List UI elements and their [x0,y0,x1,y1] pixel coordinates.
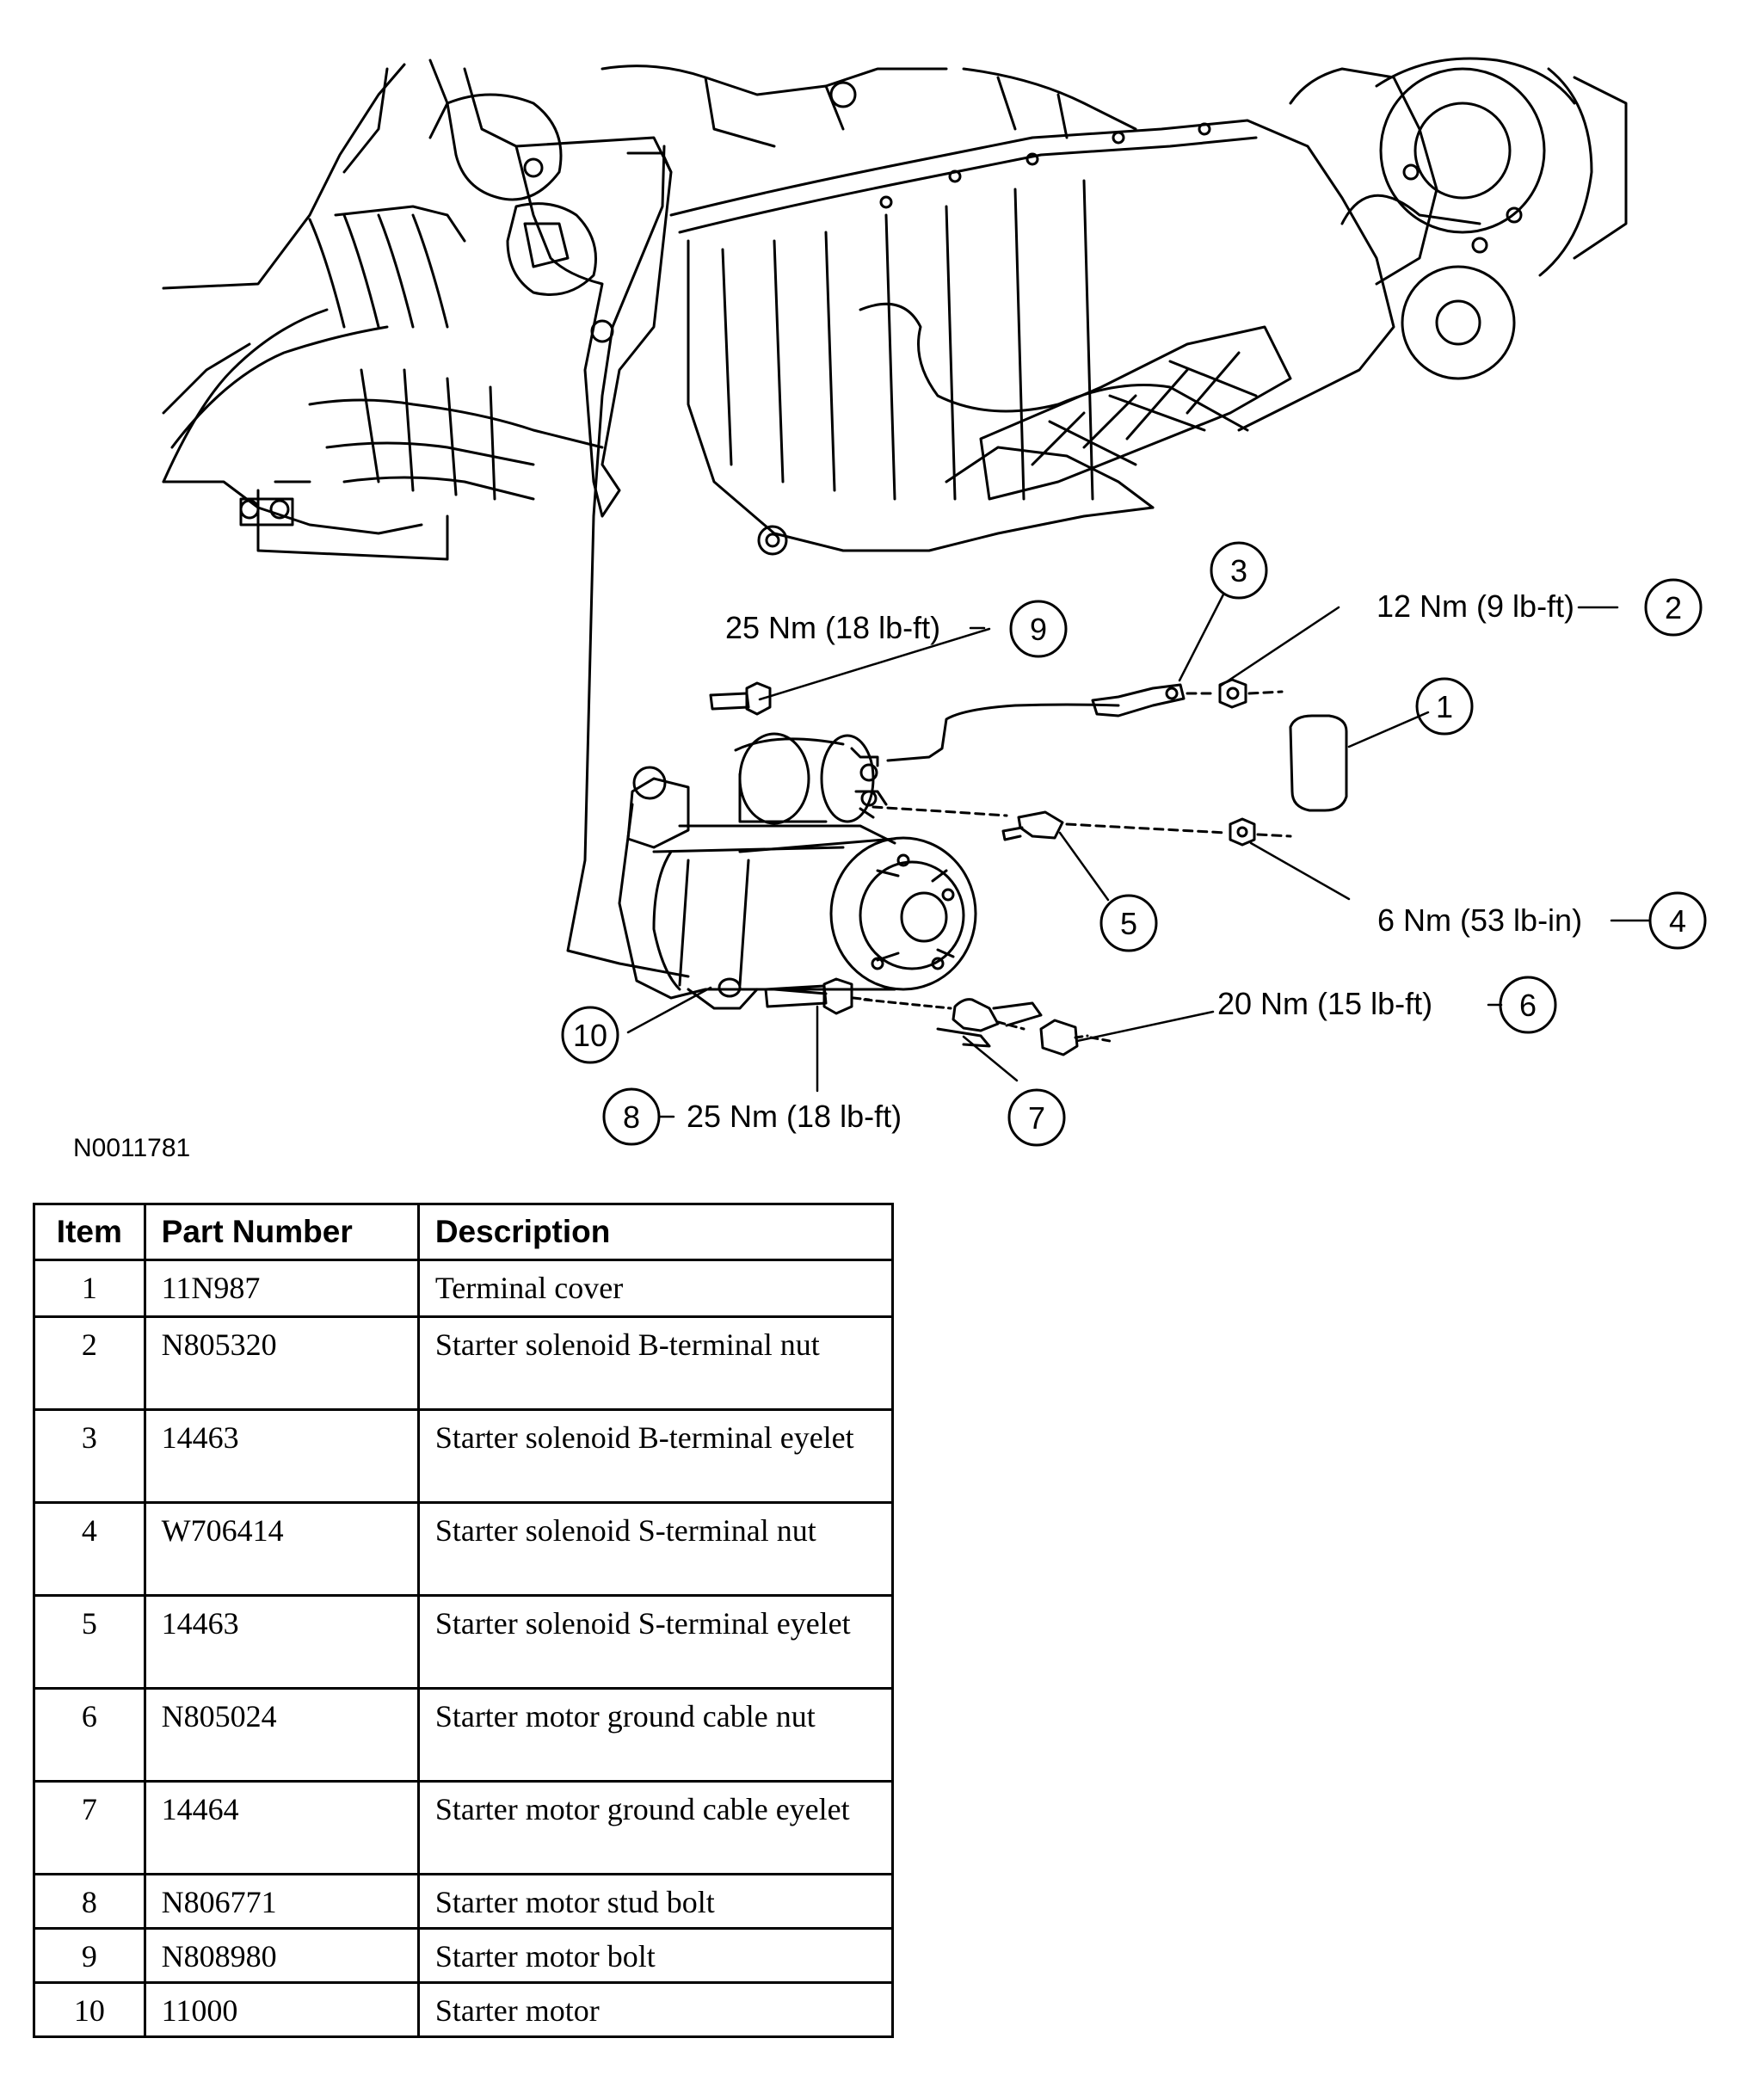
callout-circle-2 [1644,578,1703,637]
table-header-row: Item Part Number Description [33,1203,895,1261]
row-description: Starter solenoid B-terminal eyelet [416,1408,895,1504]
table-row: 5 14463 Starter solenoid S-terminal eyel… [33,1594,895,1690]
row-item: 6 [33,1687,146,1783]
callouts: 1 2 12 Nm (9 lb-ft) 3 4 6 Nm (53 lb-in) … [561,541,1707,1147]
row-item: 3 [33,1408,146,1504]
torque-label-4: 6 Nm (53 lb-in) [1377,902,1582,938]
table-row: 4 W706414 Starter solenoid S-terminal nu… [33,1501,895,1597]
torque-label-6: 20 Nm (15 lb-ft) [1217,986,1432,1021]
callout-number-10: 10 [573,1018,607,1053]
callout-circle-3 [1210,541,1268,600]
callout-circle-6 [1499,976,1557,1034]
callout-number-1: 1 [1436,689,1453,724]
header-item: Item [33,1203,146,1261]
row-description: Starter motor ground cable nut [416,1687,895,1783]
table-row: 2 N805320 Starter solenoid B-terminal nu… [33,1315,895,1411]
callout-circle-5 [1099,894,1158,952]
parts-table: Item Part Number Description 1 11N987 Te… [33,1203,895,2038]
torque-label-8: 25 Nm (18 lb-ft) [687,1099,902,1134]
row-part-number: N805320 [143,1315,420,1411]
figure-id: N0011781 [73,1134,191,1162]
table-row: 10 11000 Starter motor [33,1981,895,2038]
row-item: 8 [33,1873,146,1930]
callout-circle-9 [1009,600,1068,658]
starter-motor-illustration [618,732,977,1010]
callout-circle-7 [1007,1088,1066,1147]
row-part-number: 11000 [143,1981,420,2038]
row-item: 9 [33,1927,146,1984]
row-item: 4 [33,1501,146,1597]
callout-circle-10 [561,1006,619,1064]
row-item: 2 [33,1315,146,1411]
table-row: 1 11N987 Terminal cover [33,1259,895,1318]
row-description: Starter solenoid B-terminal nut [416,1315,895,1411]
row-part-number: 14463 [143,1594,420,1690]
exploded-view-diagram: 1 2 12 Nm (9 lb-ft) 3 4 6 Nm (53 lb-in) … [162,57,1707,1147]
callout-circle-8 [602,1087,661,1146]
callout-leaders [626,593,1652,1118]
table-row: 6 N805024 Starter motor ground cable nut [33,1687,895,1783]
row-description: Starter solenoid S-terminal eyelet [416,1594,895,1690]
row-part-number: N806771 [143,1873,420,1930]
callout-number-3: 3 [1230,553,1247,588]
callout-number-4: 4 [1669,903,1686,939]
row-description: Starter motor bolt [416,1927,895,1984]
table-row: 9 N808980 Starter motor bolt [33,1927,895,1984]
row-part-number: 11N987 [143,1259,420,1318]
row-part-number: N805024 [143,1687,420,1783]
row-item: 5 [33,1594,146,1690]
row-description: Starter solenoid S-terminal nut [416,1501,895,1597]
row-part-number: 14463 [143,1408,420,1504]
row-item: 7 [33,1780,146,1875]
callout-circle-4 [1648,891,1707,950]
row-description: Terminal cover [416,1259,895,1318]
row-part-number: W706414 [143,1501,420,1597]
row-description: Starter motor ground cable eyelet [416,1780,895,1875]
row-item: 10 [33,1981,146,2038]
header-part-number: Part Number [143,1203,420,1261]
table-row: 3 14463 Starter solenoid B-terminal eyel… [33,1408,895,1504]
row-part-number: 14464 [143,1780,420,1875]
row-part-number: N808980 [143,1927,420,1984]
fasteners-illustration [566,145,1348,1056]
callout-circle-1 [1415,677,1474,736]
row-item: 1 [33,1259,146,1318]
callout-number-7: 7 [1028,1100,1045,1136]
header-description: Description [416,1203,895,1261]
callout-number-8: 8 [623,1099,640,1135]
table-row: 7 14464 Starter motor ground cable eyele… [33,1780,895,1875]
callout-number-6: 6 [1519,988,1537,1023]
torque-label-2: 12 Nm (9 lb-ft) [1377,588,1574,624]
engine-oil-pan-illustration [162,57,1628,561]
torque-label-9: 25 Nm (18 lb-ft) [725,610,940,645]
row-description: Starter motor [416,1981,895,2038]
callout-number-2: 2 [1665,590,1682,625]
callout-number-5: 5 [1120,906,1137,941]
row-description: Starter motor stud bolt [416,1873,895,1930]
table-row: 8 N806771 Starter motor stud bolt [33,1873,895,1930]
callout-number-9: 9 [1030,612,1047,647]
